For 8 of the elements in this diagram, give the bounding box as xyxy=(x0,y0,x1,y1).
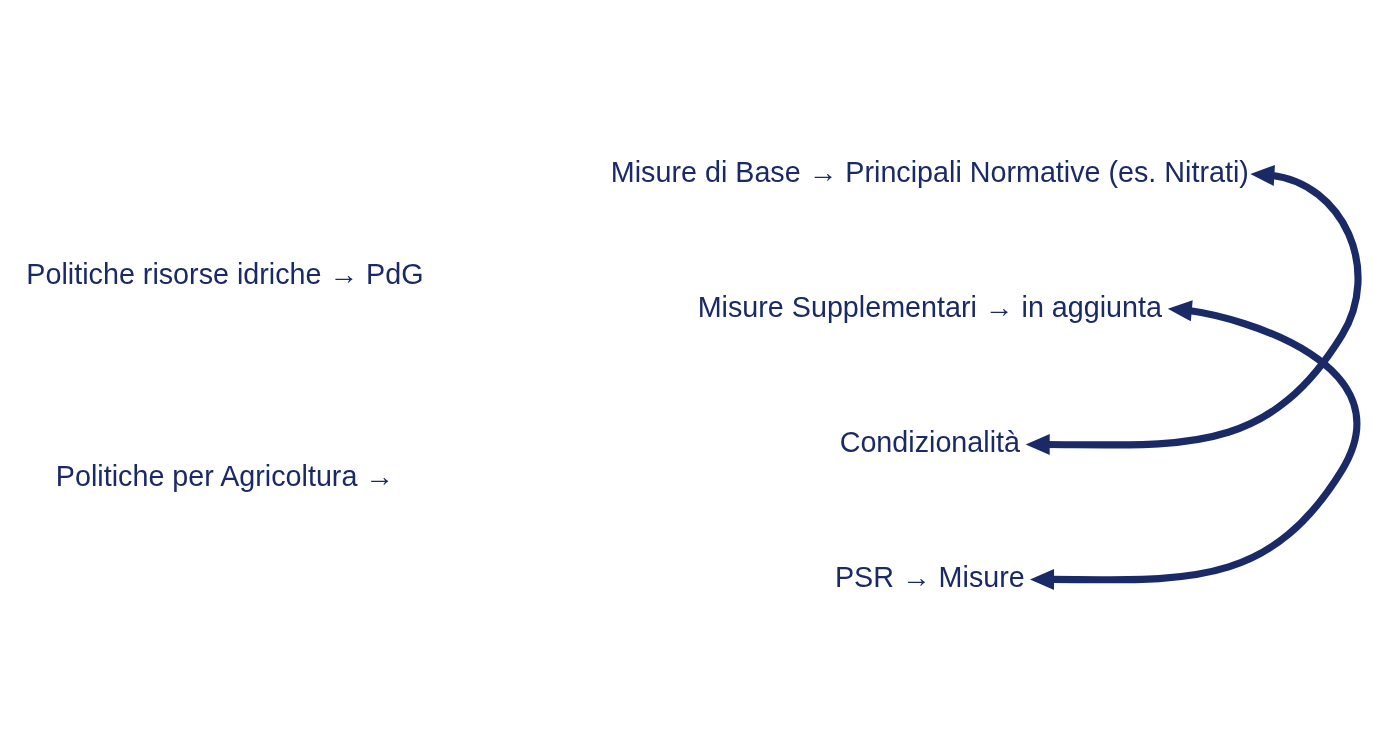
node-text: Condizionalità xyxy=(839,425,1020,458)
arrow xyxy=(1030,300,1361,590)
arrow xyxy=(1025,164,1362,456)
node-text: Misure di Base → Principali Normative (es. Nitrati) xyxy=(610,155,1249,188)
node-text: Politiche per Agricoltura → xyxy=(55,460,395,493)
node-text: PSR → Misure xyxy=(834,560,1025,593)
node-text: Politiche risorse idriche → PdG xyxy=(26,257,424,290)
node-text: Misure Supplementari → in aggiunta xyxy=(697,290,1162,323)
